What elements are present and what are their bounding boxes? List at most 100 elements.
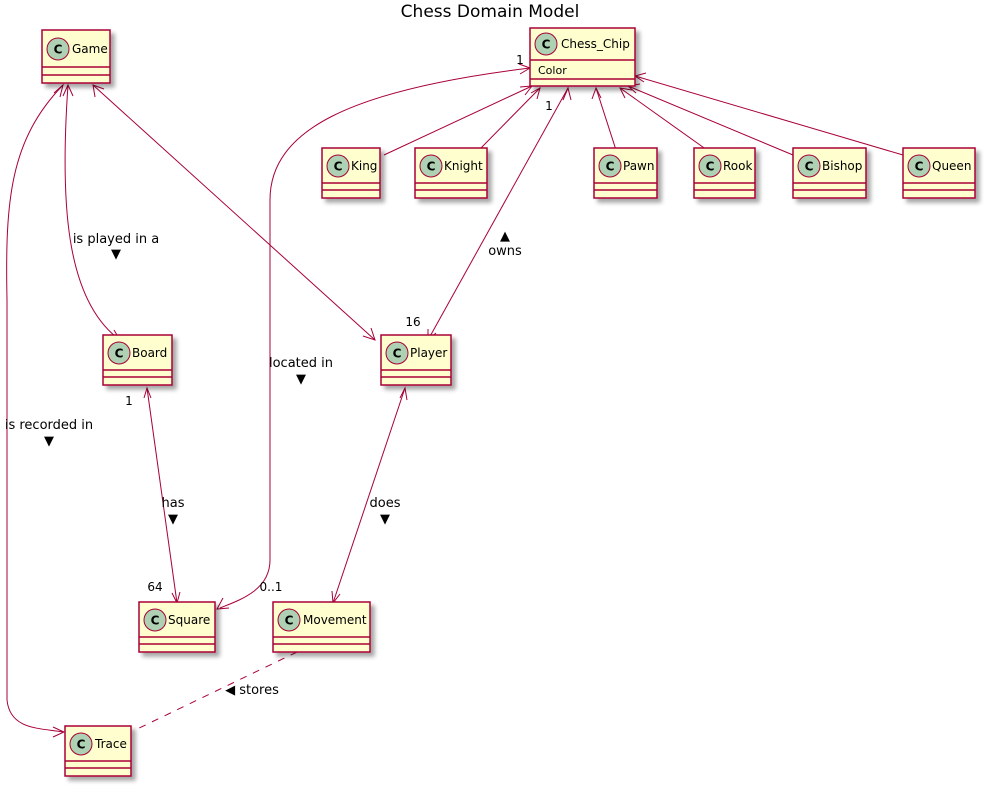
label-is-played-in-a: is played in a — [73, 232, 159, 247]
edge-king-chip — [383, 85, 533, 156]
direction-marker: ▼ — [380, 512, 390, 527]
class-stereotype-glyph: C — [542, 38, 551, 52]
arrowhead — [619, 87, 633, 99]
edge-knight-chip — [478, 87, 541, 151]
class-stereotype-icon — [797, 154, 821, 178]
class-name: Movement — [303, 613, 367, 627]
class-stereotype-icon — [69, 732, 93, 756]
direction-marker: ▼ — [168, 512, 178, 527]
arrowhead — [591, 86, 602, 100]
class-pawn[interactable]: C Pawn — [593, 147, 658, 199]
arrowhead — [216, 597, 230, 610]
label-has: has — [162, 496, 185, 511]
edge-rook-chip — [619, 87, 708, 151]
edge-game-trace — [6, 84, 64, 733]
class-square[interactable]: C Square — [138, 601, 216, 653]
class-stereotype-icon — [107, 341, 131, 365]
class-attribute: Color — [538, 64, 567, 77]
direction-marker: ▲ — [500, 229, 510, 244]
class-name: Game — [72, 42, 108, 56]
class-name: King — [351, 159, 377, 173]
class-stereotype-icon — [419, 154, 443, 178]
multiplicity-chip-square: 1 — [516, 53, 524, 67]
class-movement[interactable]: C Movement — [272, 601, 371, 653]
class-stereotype-glyph: C — [606, 160, 615, 174]
arrowhead — [530, 86, 541, 100]
edge-bishop-chip — [627, 85, 794, 156]
arrowhead — [562, 86, 572, 101]
class-stereotype-icon — [46, 37, 70, 61]
class-stereotype-icon — [326, 154, 350, 178]
class-stereotype-glyph: C — [77, 738, 86, 752]
edge-pawn-chip — [595, 87, 617, 151]
label-is-recorded-in: is recorded in — [5, 418, 93, 433]
edge-queen-chip — [634, 75, 904, 156]
label-stores: ◀ stores — [225, 683, 279, 698]
edge-chip-player — [427, 87, 569, 341]
class-stereotype-glyph: C — [151, 614, 160, 628]
class-name: Board — [132, 346, 167, 360]
class-stereotype-icon — [143, 608, 167, 632]
label-owns: owns — [488, 244, 522, 259]
edge-player-movement — [332, 387, 406, 604]
class-queen[interactable]: C Queen — [902, 147, 976, 199]
class-bishop[interactable]: C Bishop — [792, 147, 867, 199]
class-stereotype-icon — [907, 154, 931, 178]
class-rook[interactable]: C Rook — [693, 147, 756, 199]
diagram-title: Chess Domain Model — [401, 2, 580, 22]
class-name: Trace — [94, 737, 127, 751]
class-player[interactable]: C Player — [380, 334, 452, 386]
arrowhead — [52, 726, 66, 738]
class-trace[interactable]: C Trace — [64, 725, 132, 777]
arrowhead — [143, 386, 152, 399]
class-name: Pawn — [623, 159, 654, 173]
class-board[interactable]: C Board — [102, 334, 173, 386]
edge-game-player — [92, 84, 376, 341]
class-name: Queen — [932, 159, 971, 173]
multiplicity-movement: 0..1 — [260, 580, 283, 594]
class-stereotype-icon — [385, 341, 409, 365]
class-stereotype-glyph: C — [706, 160, 715, 174]
edge-board-square — [146, 387, 178, 604]
class-stereotype-glyph: C — [805, 160, 814, 174]
class-name: Knight — [444, 159, 483, 173]
class-stereotype-glyph: C — [115, 347, 124, 361]
multiplicity-player: 16 — [405, 315, 420, 329]
class-stereotype-glyph: C — [334, 160, 343, 174]
class-stereotype-glyph: C — [915, 160, 924, 174]
arrowhead — [362, 327, 376, 341]
arrowhead — [53, 83, 64, 98]
class-name: Bishop — [822, 159, 862, 173]
class-name: Square — [168, 613, 210, 627]
class-king[interactable]: C King — [321, 147, 381, 199]
label-located-in: located in — [269, 356, 333, 371]
multiplicity-board: 1 — [125, 394, 133, 408]
arrowhead — [62, 83, 74, 97]
class-stereotype-glyph: C — [285, 614, 294, 628]
edge-movement-trace — [132, 651, 298, 732]
multiplicity-square: 64 — [147, 580, 162, 594]
class-stereotype-glyph: C — [54, 43, 63, 57]
multiplicity-chip-player: 1 — [545, 99, 553, 113]
direction-marker: ▼ — [111, 247, 121, 262]
class-stereotype-glyph: C — [427, 160, 436, 174]
edge-chip-square — [219, 67, 531, 609]
arrowhead — [92, 84, 105, 98]
class-stereotype-icon — [698, 154, 722, 178]
class-knight[interactable]: C Knight — [414, 147, 488, 199]
class-stereotype-icon — [277, 608, 301, 632]
class-stereotype-icon — [534, 32, 558, 56]
class-stereotype-icon — [598, 154, 622, 178]
direction-marker: ▼ — [44, 434, 54, 449]
class-stereotype-glyph: C — [393, 347, 402, 361]
direction-marker: ▼ — [296, 372, 306, 387]
class-game[interactable]: C Game — [41, 29, 111, 84]
class-name: Player — [410, 346, 447, 360]
edge-game-board — [64, 84, 121, 341]
class-name: Chess_Chip — [561, 37, 630, 51]
arrowhead — [399, 386, 408, 401]
class-name: Rook — [723, 159, 752, 173]
label-does: does — [370, 496, 401, 511]
class-chess-chip[interactable]: C Chess_Chip Color — [529, 27, 636, 87]
